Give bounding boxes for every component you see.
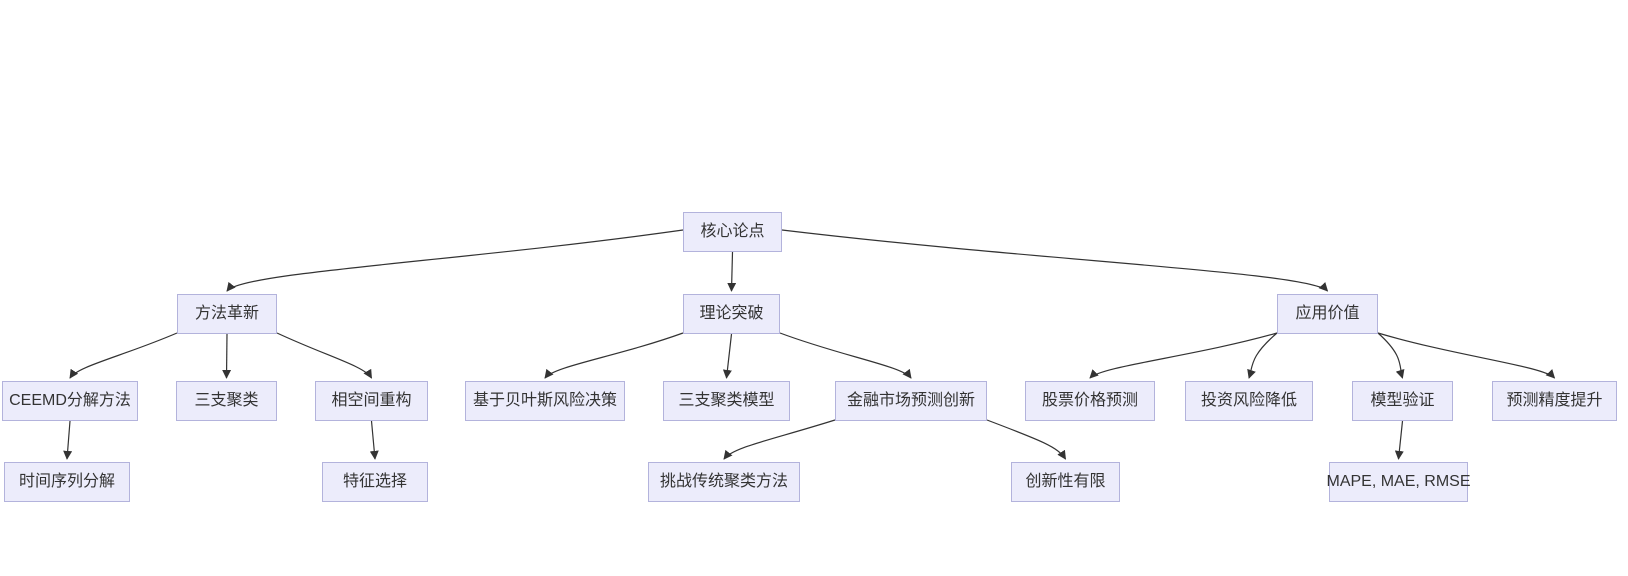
node-label: 三支聚类 <box>194 392 259 409</box>
node-feature: 特征选择 <box>322 462 428 502</box>
node-method: 方法革新 <box>177 294 277 334</box>
edge-value-risk <box>1247 332 1278 379</box>
edge-theory-finance <box>779 332 912 379</box>
node-ceemd: CEEMD分解方法 <box>2 381 138 421</box>
node-label: 三支聚类模型 <box>678 392 775 409</box>
node-label: 特征选择 <box>342 473 407 490</box>
node-challenge: 挑战传统聚类方法 <box>648 462 800 502</box>
edge-method-phase <box>276 332 373 379</box>
node-label: 预测精度提升 <box>1506 392 1603 409</box>
node-label: 理论突破 <box>699 305 764 322</box>
node-core: 核心论点 <box>683 212 782 252</box>
edge-core-method <box>226 229 684 292</box>
node-label: 方法革新 <box>194 305 259 322</box>
edge-method-ceemd <box>69 332 178 379</box>
node-label: 核心论点 <box>700 223 765 240</box>
node-label: 投资风险降低 <box>1200 392 1297 409</box>
edge-core-value <box>781 229 1329 292</box>
node-finance: 金融市场预测创新 <box>835 381 987 421</box>
node-limited: 创新性有限 <box>1011 462 1120 502</box>
node-label: 应用价值 <box>1295 305 1360 322</box>
node-validation: 模型验证 <box>1352 381 1453 421</box>
edge-validation-metrics <box>1394 420 1404 460</box>
node-metrics: MAPE, MAE, RMSE <box>1326 462 1471 502</box>
edge-value-accuracy <box>1377 332 1556 379</box>
node-label: 金融市场预测创新 <box>846 392 975 409</box>
node-label: CEEMD分解方法 <box>9 392 131 409</box>
edge-value-stock <box>1089 332 1278 379</box>
node-ts_decomp: 时间序列分解 <box>4 462 130 502</box>
node-label: MAPE, MAE, RMSE <box>1326 473 1471 490</box>
node-label: 基于贝叶斯风险决策 <box>472 392 617 409</box>
edge-method-three_way <box>222 333 232 379</box>
node-accuracy: 预测精度提升 <box>1492 381 1617 421</box>
edge-core-theory <box>727 251 737 292</box>
edge-value-validation <box>1377 332 1405 379</box>
edge-finance-challenge <box>723 419 836 460</box>
edge-phase-feature <box>369 420 379 460</box>
node-phase: 相空间重构 <box>315 381 428 421</box>
node-three_way: 三支聚类 <box>176 381 277 421</box>
node-twc_model: 三支聚类模型 <box>663 381 790 421</box>
edge-finance-limited <box>986 419 1067 460</box>
node-label: 时间序列分解 <box>18 473 115 490</box>
node-bayes: 基于贝叶斯风险决策 <box>465 381 625 421</box>
edge-ceemd-ts_decomp <box>63 420 73 460</box>
node-label: 模型验证 <box>1370 392 1435 409</box>
edge-theory-bayes <box>544 332 684 379</box>
node-label: 创新性有限 <box>1025 473 1106 490</box>
node-stock: 股票价格预测 <box>1025 381 1155 421</box>
node-label: 相空间重构 <box>331 392 412 409</box>
node-value: 应用价值 <box>1277 294 1378 334</box>
edge-theory-twc_model <box>722 333 733 379</box>
node-label: 股票价格预测 <box>1041 392 1138 409</box>
node-label: 挑战传统聚类方法 <box>659 473 788 490</box>
node-risk: 投资风险降低 <box>1185 381 1313 421</box>
node-theory: 理论突破 <box>683 294 780 334</box>
